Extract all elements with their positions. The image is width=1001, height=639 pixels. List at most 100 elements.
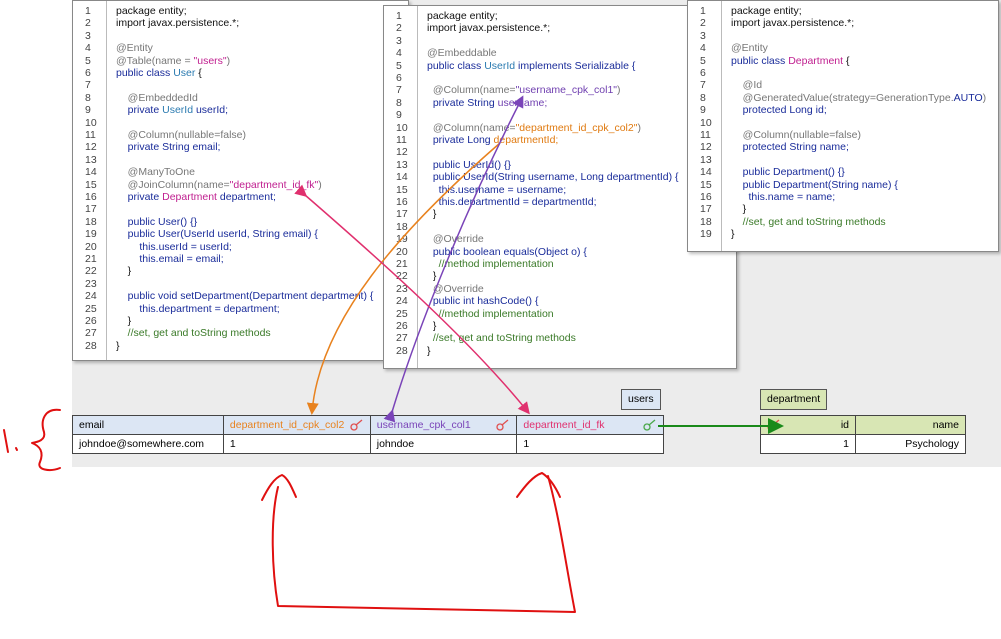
foreign-key-icon (643, 419, 657, 431)
department-header-row: id name (760, 415, 966, 435)
code-line: } (116, 339, 120, 352)
pink-mapping-arrow (294, 184, 530, 415)
code-line: this.department = department; (116, 302, 280, 315)
code-line: @Id (731, 79, 763, 92)
code-line: @Entity (731, 42, 768, 55)
code-line: import javax.persistence.*; (116, 17, 240, 30)
users-table: email department_id_cpk_col2 username_cp… (72, 415, 664, 454)
line-number: 14 (700, 166, 712, 179)
line-number: 18 (85, 215, 97, 228)
line-number: 19 (700, 228, 712, 241)
code-line: public User() {} (116, 215, 198, 228)
line-number: 12 (700, 141, 712, 154)
line-number: 6 (85, 67, 91, 79)
line-number: 12 (85, 141, 97, 154)
code-line: this.email = email; (116, 253, 224, 265)
code-line: @JoinColumn(name="department_id_fk") (116, 178, 322, 191)
line-number: 4 (700, 42, 706, 55)
code-line: public class UserId implements Serializa… (427, 59, 636, 72)
cell-department-id-cpk-col2: 1 (222, 434, 371, 454)
code-line: } (116, 265, 132, 278)
code-line: //set, get and toString methods (731, 215, 886, 228)
cell-email: johndoe@somewhere.com (72, 434, 224, 454)
line-number: 9 (85, 104, 91, 117)
code-line: } (731, 228, 735, 241)
line-number: 7 (396, 84, 402, 97)
line-number: 19 (85, 228, 97, 241)
line-number: 11 (700, 129, 711, 141)
line-number: 16 (700, 191, 712, 203)
code-line: @Column(nullable=false) (116, 129, 247, 141)
cell-name: Psychology (855, 434, 966, 454)
line-number: 11 (85, 129, 96, 141)
line-number: 4 (396, 47, 402, 60)
code-line: public User(UserId userId, String email)… (116, 228, 318, 241)
line-number: 1 (700, 5, 706, 17)
purple-mapping-arrow (383, 95, 524, 423)
cell-username-cpk-col1: johndoe (369, 434, 518, 454)
code-line: @Entity (116, 42, 153, 55)
key-icon (350, 419, 364, 431)
code-line: @Embeddable (427, 47, 497, 60)
code-line: } (731, 203, 747, 216)
handwritten-annotation (3, 408, 576, 613)
code-line: private UserId userId; (116, 104, 229, 117)
code-line: package entity; (116, 5, 187, 17)
line-number: 5 (85, 54, 91, 67)
line-number: 8 (85, 91, 91, 104)
line-number: 6 (396, 72, 402, 84)
code-line: @Column(name="username_cpk_col1") (427, 84, 621, 97)
line-number: 26 (85, 315, 97, 327)
code-line: @EmbeddedId (116, 91, 198, 104)
col-department-id-cpk-col2: department_id_cpk_col2 (222, 415, 371, 435)
line-number: 6 (700, 67, 706, 79)
users-data-row: johndoe@somewhere.com 1 johndoe 1 (72, 434, 664, 454)
line-number: 3 (85, 29, 91, 42)
line-number: 17 (700, 203, 712, 216)
line-number: 20 (85, 240, 97, 253)
code-line: public class Department { (731, 54, 850, 67)
code-line: import javax.persistence.*; (427, 22, 551, 35)
line-number: 5 (396, 59, 402, 72)
orange-mapping-arrow (306, 142, 501, 415)
code-line: @Column(nullable=false) (731, 129, 862, 141)
line-number: 13 (85, 153, 97, 166)
users-table-title: users (621, 389, 661, 410)
code-line: import javax.persistence.*; (731, 17, 855, 30)
line-number: 13 (700, 153, 712, 166)
users-header-row: email department_id_cpk_col2 username_cp… (72, 415, 664, 435)
code-line: protected Long id; (731, 104, 827, 117)
line-number: 8 (700, 91, 706, 104)
code-line: this.userId = userId; (116, 240, 232, 253)
line-number: 17 (85, 203, 97, 216)
line-number: 3 (396, 34, 402, 47)
line-number: 18 (700, 215, 712, 228)
line-number: 22 (85, 265, 97, 278)
line-number: 9 (700, 104, 706, 117)
line-number-gutter (688, 1, 722, 251)
line-number: 1 (85, 5, 91, 17)
line-number: 7 (85, 79, 91, 92)
code-line: package entity; (731, 5, 802, 17)
line-number: 3 (700, 29, 706, 42)
line-number: 2 (396, 22, 402, 35)
line-number: 15 (85, 178, 97, 191)
line-number: 1 (396, 10, 402, 22)
department-table-title: department (760, 389, 828, 410)
code-line: private Department department; (116, 191, 276, 203)
code-line: @Table(name = "users") (116, 54, 231, 67)
code-line: package entity; (427, 10, 498, 22)
code-line: //set, get and toString methods (116, 327, 271, 340)
line-number: 27 (85, 327, 97, 340)
code-line: public Department() {} (731, 166, 845, 179)
code-line: @GeneratedValue(strategy=GenerationType.… (731, 91, 987, 104)
line-number-gutter (73, 1, 107, 360)
line-number: 14 (85, 166, 97, 179)
line-number: 10 (85, 116, 97, 129)
code-line: @ManyToOne (116, 166, 195, 179)
code-line: public class User { (116, 67, 202, 79)
line-number: 10 (700, 116, 712, 129)
col-department-id-fk: department_id_fk (516, 415, 664, 435)
code-line: } (116, 315, 132, 327)
